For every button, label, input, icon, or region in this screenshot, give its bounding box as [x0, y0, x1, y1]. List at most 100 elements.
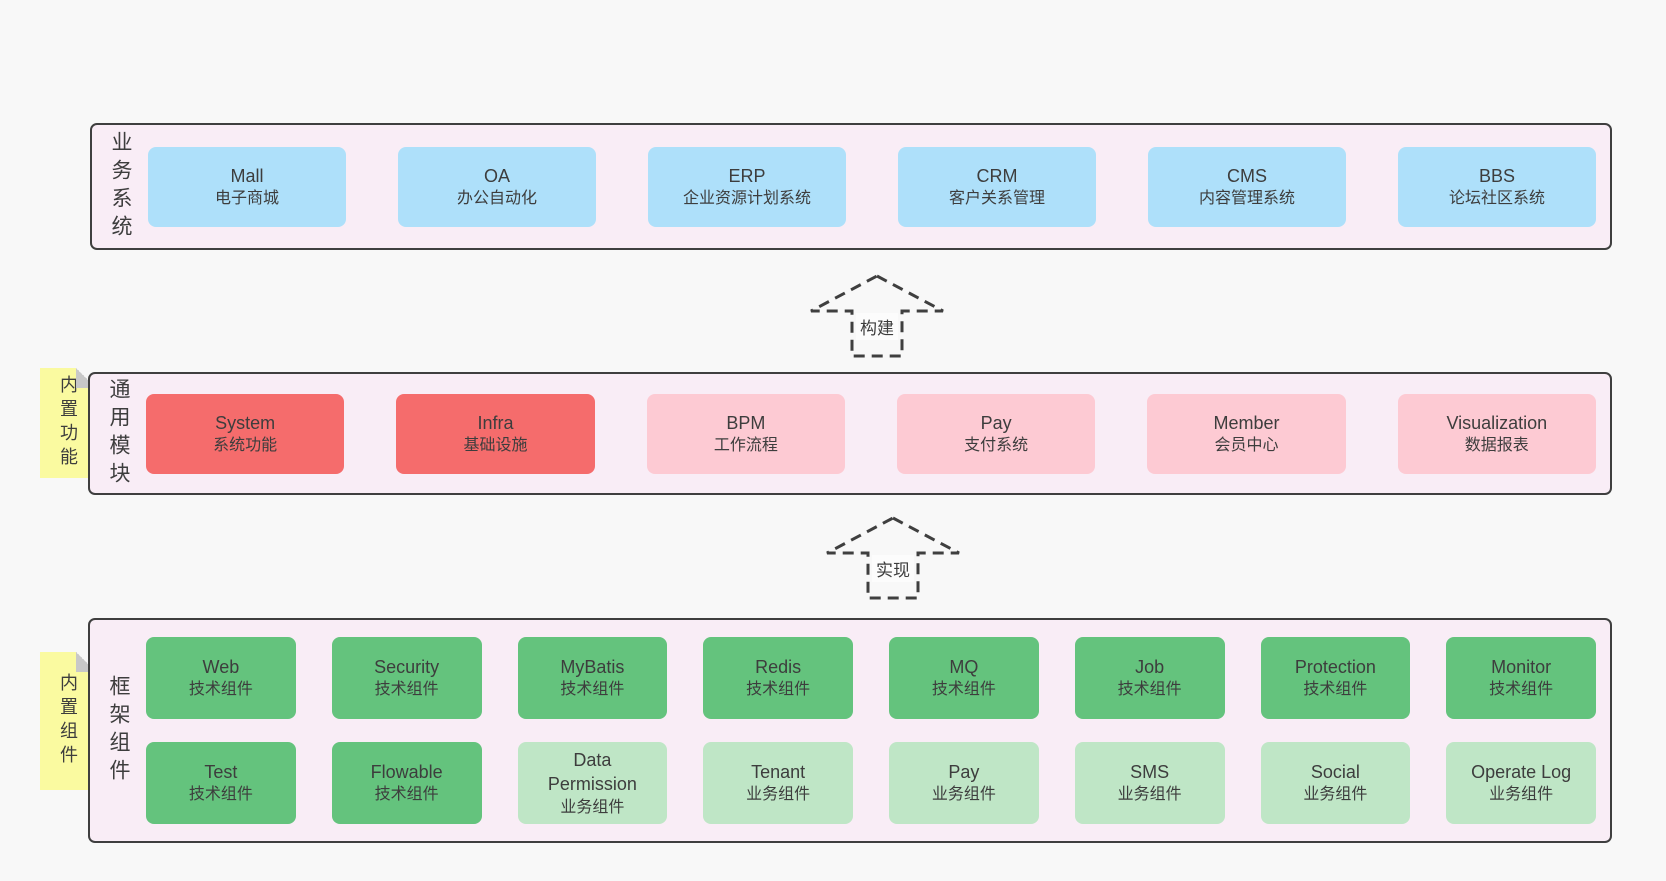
box-name: Job: [1135, 656, 1165, 677]
arrow-label: 实现: [872, 555, 914, 582]
arrow-implement: 实现: [825, 515, 961, 601]
box-subtitle: 技术组件: [931, 681, 996, 699]
box-subtitle: 论坛社区系统: [1448, 189, 1545, 207]
box-name: Data Permission: [547, 749, 637, 795]
band-label: 框架组件: [107, 674, 130, 787]
band-label-column: 通用模块: [90, 374, 146, 493]
box-web: Web 技术组件: [146, 636, 296, 719]
dashed-up-arrow-icon: [810, 274, 944, 358]
box-protection: Protection 技术组件: [1260, 636, 1411, 719]
box-name: BPM: [726, 412, 766, 433]
box-subtitle: 基础设施: [463, 436, 528, 454]
box-monitor: Monitor 技术组件: [1446, 636, 1596, 719]
box-bbs: BBS 论坛社区系统: [1398, 146, 1596, 227]
box-name: System: [215, 412, 276, 433]
box-subtitle: 技术组件: [560, 681, 625, 699]
box-redis: Redis 技术组件: [703, 636, 853, 719]
box-subtitle: 技术组件: [188, 681, 253, 699]
box-name: MyBatis: [560, 656, 625, 677]
box-name: Security: [374, 656, 440, 677]
box-subtitle: 技术组件: [374, 681, 439, 699]
box-subtitle: 技术组件: [188, 786, 253, 804]
box-subtitle: 业务组件: [560, 798, 625, 816]
dashed-up-arrow-icon: [826, 516, 960, 600]
box-subtitle: 技术组件: [1303, 681, 1368, 699]
box-name: Pay: [948, 762, 980, 783]
box-subtitle: 技术组件: [374, 786, 439, 804]
box-name: CRM: [976, 165, 1018, 186]
box-name: Redis: [755, 656, 802, 677]
box-data-permission: Data Permission 业务组件: [517, 741, 668, 825]
box-name: Test: [204, 762, 238, 783]
band-label: 通用模块: [107, 377, 130, 490]
box-subtitle: 电子商城: [214, 189, 279, 207]
box-erp: ERP 企业资源计划系统: [648, 146, 846, 227]
box-subtitle: 企业资源计划系统: [682, 189, 811, 207]
box-subtitle: 工作流程: [713, 436, 778, 454]
box-system: System 系统功能: [146, 393, 345, 474]
box-name: Protection: [1294, 656, 1376, 677]
box-bpm: BPM 工作流程: [646, 393, 845, 474]
sticky-note-built-in-features: 内置功能: [40, 368, 96, 478]
box-crm: CRM 客户关系管理: [898, 146, 1096, 227]
band-label-column: 框架组件: [90, 620, 146, 841]
box-subtitle: 业务组件: [1117, 786, 1182, 804]
box-cms: CMS 内容管理系统: [1148, 146, 1346, 227]
box-name: Tenant: [751, 762, 806, 783]
box-security: Security 技术组件: [331, 636, 482, 719]
box-subtitle: 技术组件: [746, 681, 811, 699]
box-name: MQ: [949, 656, 979, 677]
box-subtitle: 业务组件: [746, 786, 811, 804]
box-subtitle: 客户关系管理: [948, 189, 1045, 207]
box-subtitle: 系统功能: [213, 436, 278, 454]
box-name: OA: [483, 165, 510, 186]
box-mall: Mall 电子商城: [148, 146, 346, 227]
box-name: SMS: [1130, 762, 1170, 783]
band-label: 业务系统: [109, 130, 132, 243]
box-social: Social 业务组件: [1260, 741, 1411, 825]
arrow-build: 构建: [809, 273, 945, 359]
sticky-note-label: 内置功能: [58, 375, 78, 471]
box-subtitle: 内容管理系统: [1198, 189, 1295, 207]
box-subtitle: 业务组件: [1303, 786, 1368, 804]
box-subtitle: 业务组件: [931, 786, 996, 804]
box-name: Visualization: [1446, 412, 1548, 433]
box-pay: Pay 业务组件: [889, 741, 1039, 825]
box-tenant: Tenant 业务组件: [703, 741, 853, 825]
box-name: BBS: [1478, 165, 1516, 186]
box-name: Social: [1310, 762, 1360, 783]
band-label-column: 业务系统: [92, 125, 148, 248]
box-subtitle: 技术组件: [1489, 681, 1554, 699]
box-name: Member: [1213, 412, 1280, 433]
box-name: ERP: [728, 165, 766, 186]
box-mq: MQ 技术组件: [889, 636, 1039, 719]
box-test: Test 技术组件: [146, 741, 296, 825]
box-mybatis: MyBatis 技术组件: [517, 636, 668, 719]
arrow-label: 构建: [856, 313, 898, 340]
box-name: Pay: [980, 412, 1012, 433]
box-name: CMS: [1227, 165, 1267, 186]
box-name: Web: [202, 656, 240, 677]
sticky-note-label: 内置组件: [58, 673, 78, 769]
box-name: Monitor: [1491, 656, 1552, 677]
box-name: Mall: [230, 165, 264, 186]
box-name: Operate Log: [1471, 762, 1572, 783]
